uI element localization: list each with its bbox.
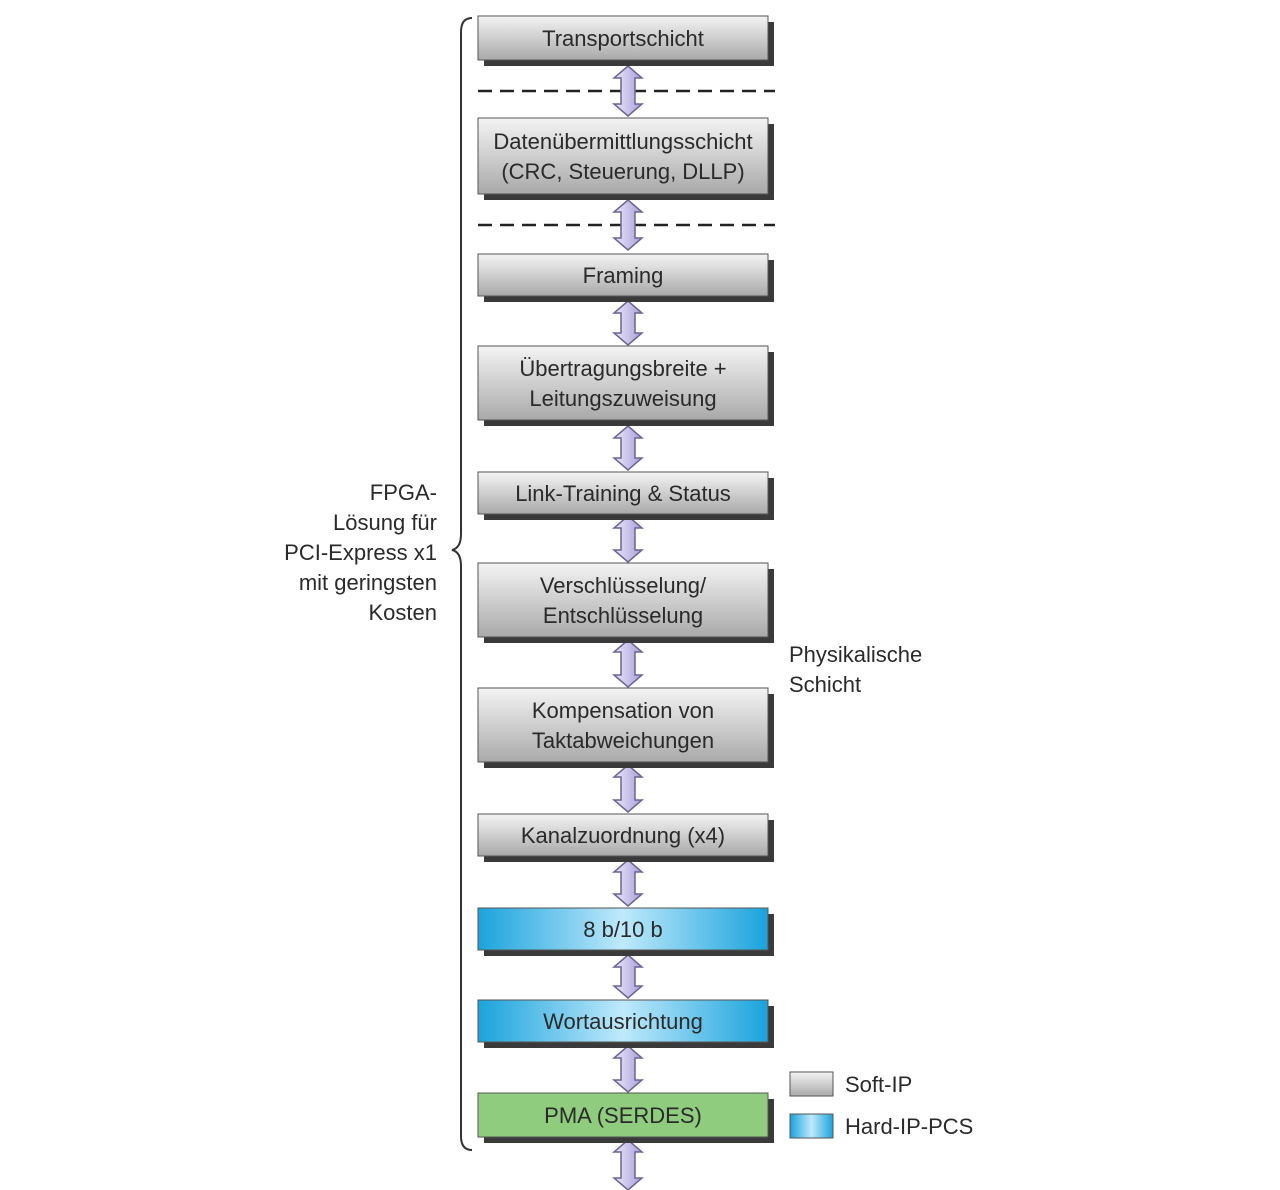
layer-label: Datenübermittlungsschicht [493,129,752,154]
layer-box [477,471,769,515]
physical-layer-label-line: Schicht [789,672,861,697]
bidirectional-arrow-1 [611,65,645,117]
fpga-solution-label-line: PCI-Express x1 [284,540,437,565]
layer-8b10b: 8 b/10 b [477,907,774,956]
layer-label: Entschlüsselung [543,603,703,628]
layer-label: Wortausrichtung [543,1009,703,1034]
physical-layer-label-line: Physikalische [789,642,922,667]
layer-label: Link-Training & Status [515,481,731,506]
layer-channel-map: Kanalzuordnung (x4) [477,813,774,862]
bidirectional-arrow-2 [611,199,645,251]
layer-box [477,253,769,297]
layer-box [477,999,769,1043]
fpga-solution-label-line: FPGA- [370,480,437,505]
bidirectional-arrow-6 [611,639,645,688]
layer-box [477,1092,769,1138]
bidirectional-arrow-10 [611,1045,645,1093]
fpga-solution-label-line: Lösung für [333,510,437,535]
layer-label: Leitungszuweisung [529,386,716,411]
layer-label: Kanalzuordnung (x4) [521,823,725,848]
fpga-solution-label-line: mit geringsten [299,570,437,595]
layer-link-training: Link-Training & Status [477,471,774,520]
layer-box [477,907,769,951]
layer-lane-width: Übertragungsbreite + Leitungszuweisung [477,345,774,426]
layer-scrambling: Verschlüsselung/Entschlüsselung [477,562,774,643]
legend-swatch-soft [789,1071,834,1097]
bidirectional-arrow-7 [611,764,645,813]
layer-label: Transportschicht [542,26,704,51]
legend-label-hard: Hard-IP-PCS [845,1114,973,1139]
legend-label-soft: Soft-IP [845,1072,912,1097]
layer-label: PMA (SERDES) [544,1103,702,1128]
layer-box [477,687,769,763]
fpga-solution-label-line: Kosten [369,600,438,625]
layer-box [477,15,769,61]
bidirectional-arrow-3 [611,300,645,346]
layer-datalink: Datenübermittlungsschicht (CRC, Steuerung… [477,117,774,200]
legend: Soft-IP Hard-IP-PCS [789,1071,973,1139]
layer-label: Kompensation von [532,698,714,723]
bidirectional-arrow-11 [611,1139,645,1190]
layer-label: Übertragungsbreite + [519,356,726,381]
layer-label: 8 b/10 b [583,917,663,942]
layer-label: (CRC, Steuerung, DLLP) [501,159,744,184]
layer-box [477,345,769,421]
layer-word-align: Wortausrichtung [477,999,774,1048]
layer-box [477,562,769,638]
layer-label: Verschlüsselung/ [540,573,707,598]
bidirectional-arrow-9 [611,954,645,999]
bidirectional-arrow-4 [611,425,645,471]
layer-framing: Framing [477,253,774,302]
bidirectional-arrow-8 [611,859,645,907]
legend-swatch-hard [789,1113,834,1139]
layer-box [477,117,769,195]
layer-transport: Transportschicht [477,15,774,66]
bidirectional-arrow-5 [611,515,645,563]
fpga-solution-brace [451,17,473,1151]
layer-label: Taktabweichungen [532,728,714,753]
layer-pma: PMA (SERDES) [477,1092,774,1143]
layer-box [477,813,769,857]
layer-label: Framing [583,263,664,288]
